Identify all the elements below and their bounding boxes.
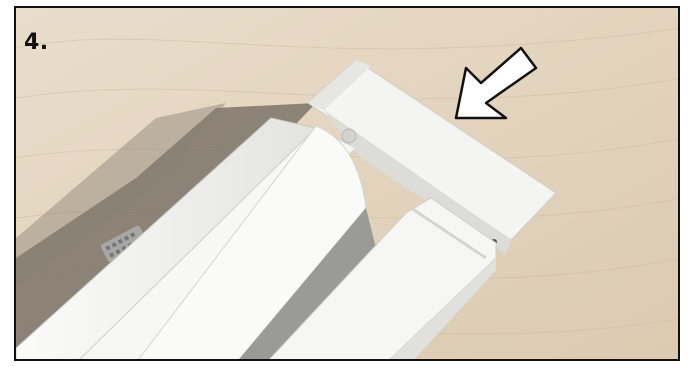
illustration-frame: 4. — [14, 6, 680, 361]
corner-screw — [342, 129, 356, 143]
step-number-label: 4. — [24, 30, 49, 55]
assembly-illustration — [16, 8, 680, 361]
